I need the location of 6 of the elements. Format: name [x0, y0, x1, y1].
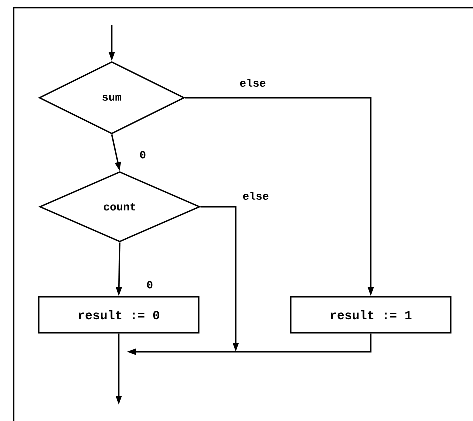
edge-label: 0: [146, 280, 154, 290]
process-box: result := 1: [290, 296, 452, 334]
edge-label: 0: [138, 150, 148, 160]
edge-label: else: [242, 190, 270, 202]
edge-label: else: [238, 78, 268, 88]
process-box: result := 0: [38, 296, 200, 334]
